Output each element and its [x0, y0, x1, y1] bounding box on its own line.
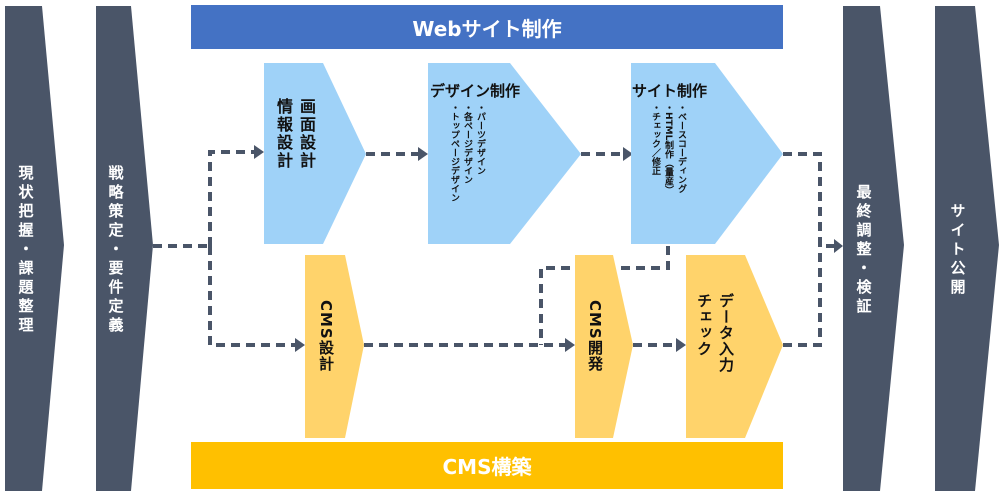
- step-cms-kaihatsu-shape: [575, 255, 633, 438]
- stage-senryaku-shape: [96, 6, 153, 491]
- site-title: サイト制作: [632, 82, 708, 100]
- design-item: ・トップページデザイン: [449, 103, 459, 202]
- site-item: ・チェック／修正: [650, 103, 660, 175]
- connector-data-to-saishu: [783, 246, 822, 347]
- stage-koukai-label: サイト公開: [948, 202, 967, 298]
- band-web: Webサイト制作: [191, 5, 783, 49]
- step-gamen-shape: [264, 63, 366, 244]
- data-nyuryoku-label: データ入力: [717, 293, 735, 373]
- step-site-shape: [631, 63, 783, 244]
- step-data-shape: [686, 255, 783, 438]
- stage-genjo-shape: [5, 6, 64, 491]
- design-title: デザイン制作: [430, 82, 521, 100]
- connectors: [153, 150, 836, 347]
- connector-site-to-cms-kaihatsu: [539, 246, 670, 345]
- band-cms: CMS構築: [191, 442, 783, 489]
- site-item: ・HTML制作（量産）: [663, 103, 673, 195]
- design-items: ・パーツデザイン ・各ページデザイン ・トップページデザイン: [447, 103, 486, 233]
- stage-senryaku-label: 戦略策定・要件定義: [106, 164, 125, 336]
- stage-saishu-shape: [843, 6, 904, 491]
- site-item: ・ベースコーディング: [676, 103, 686, 193]
- connector-site-to-saishu: [783, 152, 836, 248]
- cms-sekkei-label: CMS設計: [317, 300, 335, 372]
- design-item: ・パーツデザイン: [475, 103, 485, 175]
- connector-to-cms-sekkei: [208, 246, 297, 347]
- check-label: チェック: [695, 293, 713, 357]
- design-item: ・各ページデザイン: [462, 103, 472, 184]
- cms-kaihatsu-label: CMS開発: [586, 300, 604, 372]
- stage-genjo-label: 現状把握・課題整理: [16, 164, 35, 336]
- step-cms-sekkei-shape: [305, 255, 364, 438]
- stage-koukai-shape: [935, 6, 999, 491]
- stage-saishu-label: 最終調整・検証: [854, 183, 873, 317]
- arrowheads: [254, 145, 843, 352]
- jouhou-sekkei-label: 情報設計: [274, 98, 293, 170]
- step-design-shape: [428, 63, 581, 244]
- connector-to-gamen: [208, 150, 256, 246]
- site-items: ・ベースコーディング ・HTML制作（量産） ・チェック／修正: [648, 103, 687, 233]
- gamen-sekkei-label: 画面設計: [297, 98, 316, 170]
